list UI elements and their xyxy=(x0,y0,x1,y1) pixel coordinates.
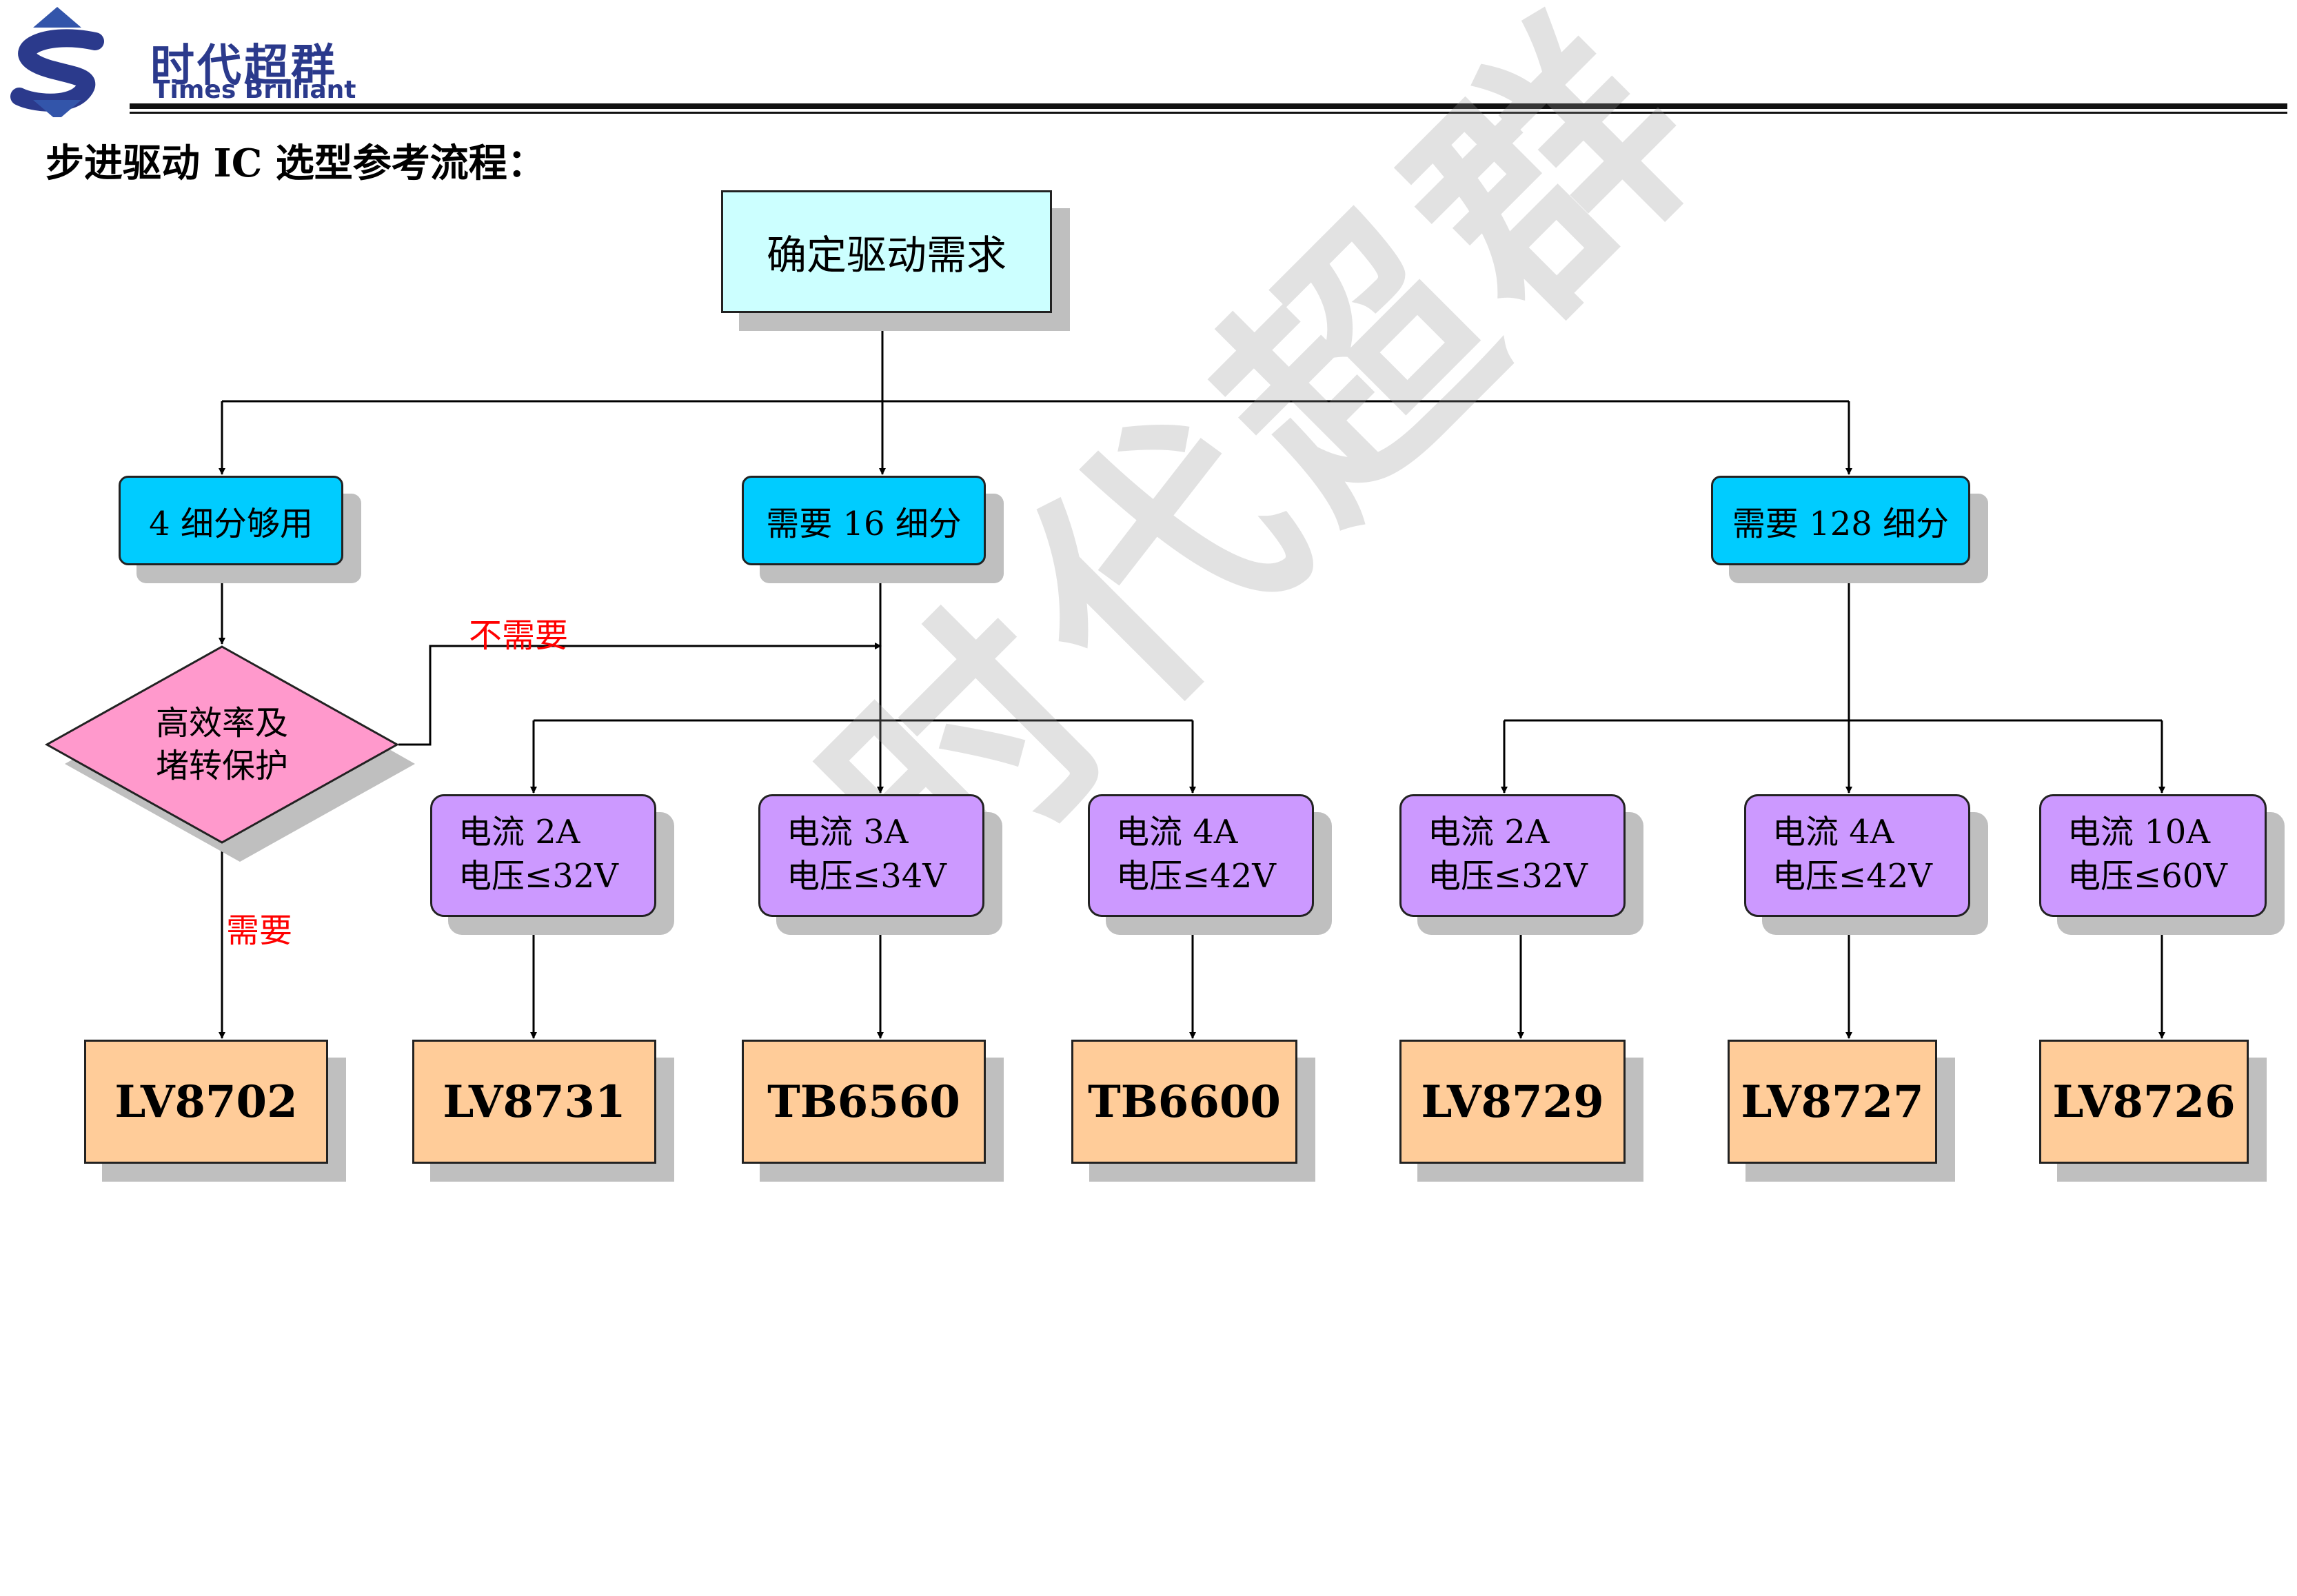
chip-node: LV8726 xyxy=(2039,1040,2249,1164)
label-not-needed: 不需要 xyxy=(469,616,569,655)
condition-current: 电流 10A xyxy=(2067,813,2211,851)
condition-voltage: 电压≤42V xyxy=(1116,857,1276,896)
header-rule-thin xyxy=(130,112,2287,114)
condition-node: 电流 10A 电压≤60V xyxy=(2039,794,2267,917)
page-title: 步进驱动 IC 选型参考流程： xyxy=(45,141,546,186)
chip-node: LV8729 xyxy=(1399,1040,1626,1164)
condition-voltage: 电压≤60V xyxy=(2067,857,2227,896)
brand-name-en: Times Brilliant xyxy=(153,76,356,104)
chip-node: LV8727 xyxy=(1728,1040,1937,1164)
condition-voltage: 电压≤42V xyxy=(1772,857,1932,896)
header-rule xyxy=(130,103,2287,109)
condition-current: 电流 4A xyxy=(1772,813,1894,851)
decision-diamond xyxy=(44,645,400,844)
condition-current: 电流 3A xyxy=(787,813,909,851)
chip-node: LV8731 xyxy=(412,1040,656,1164)
condition-current: 电流 2A xyxy=(1428,813,1550,851)
decision-line-2: 堵转保护 xyxy=(155,747,288,785)
label-needed: 需要 xyxy=(226,911,293,950)
condition-voltage: 电压≤32V xyxy=(458,857,618,896)
brand-name-cn: 时代超群 xyxy=(150,41,338,92)
condition-voltage: 电压≤34V xyxy=(787,857,947,896)
condition-node: 电流 4A 电压≤42V xyxy=(1744,794,1970,917)
condition-current: 电流 4A xyxy=(1116,813,1238,851)
condition-node: 电流 3A 电压≤34V xyxy=(758,794,984,917)
subdivision-128-node: 需要 128 细分 xyxy=(1711,476,1970,565)
start-node: 确定驱动需求 xyxy=(721,190,1052,313)
chip-node: TB6560 xyxy=(742,1040,986,1164)
condition-node: 电流 2A 电压≤32V xyxy=(1399,794,1626,917)
company-logo xyxy=(10,7,104,117)
condition-node: 电流 2A 电压≤32V xyxy=(430,794,656,917)
decision-line-1: 高效率及 xyxy=(155,704,288,743)
subdivision-16-node: 需要 16 细分 xyxy=(742,476,986,565)
decision-text: 高效率及 堵转保护 xyxy=(119,702,325,787)
chip-node: LV8702 xyxy=(84,1040,328,1164)
chip-node: TB6600 xyxy=(1071,1040,1297,1164)
condition-node: 电流 4A 电压≤42V xyxy=(1088,794,1314,917)
subdivision-4-node: 4 细分够用 xyxy=(119,476,343,565)
condition-current: 电流 2A xyxy=(458,813,580,851)
condition-voltage: 电压≤32V xyxy=(1428,857,1588,896)
